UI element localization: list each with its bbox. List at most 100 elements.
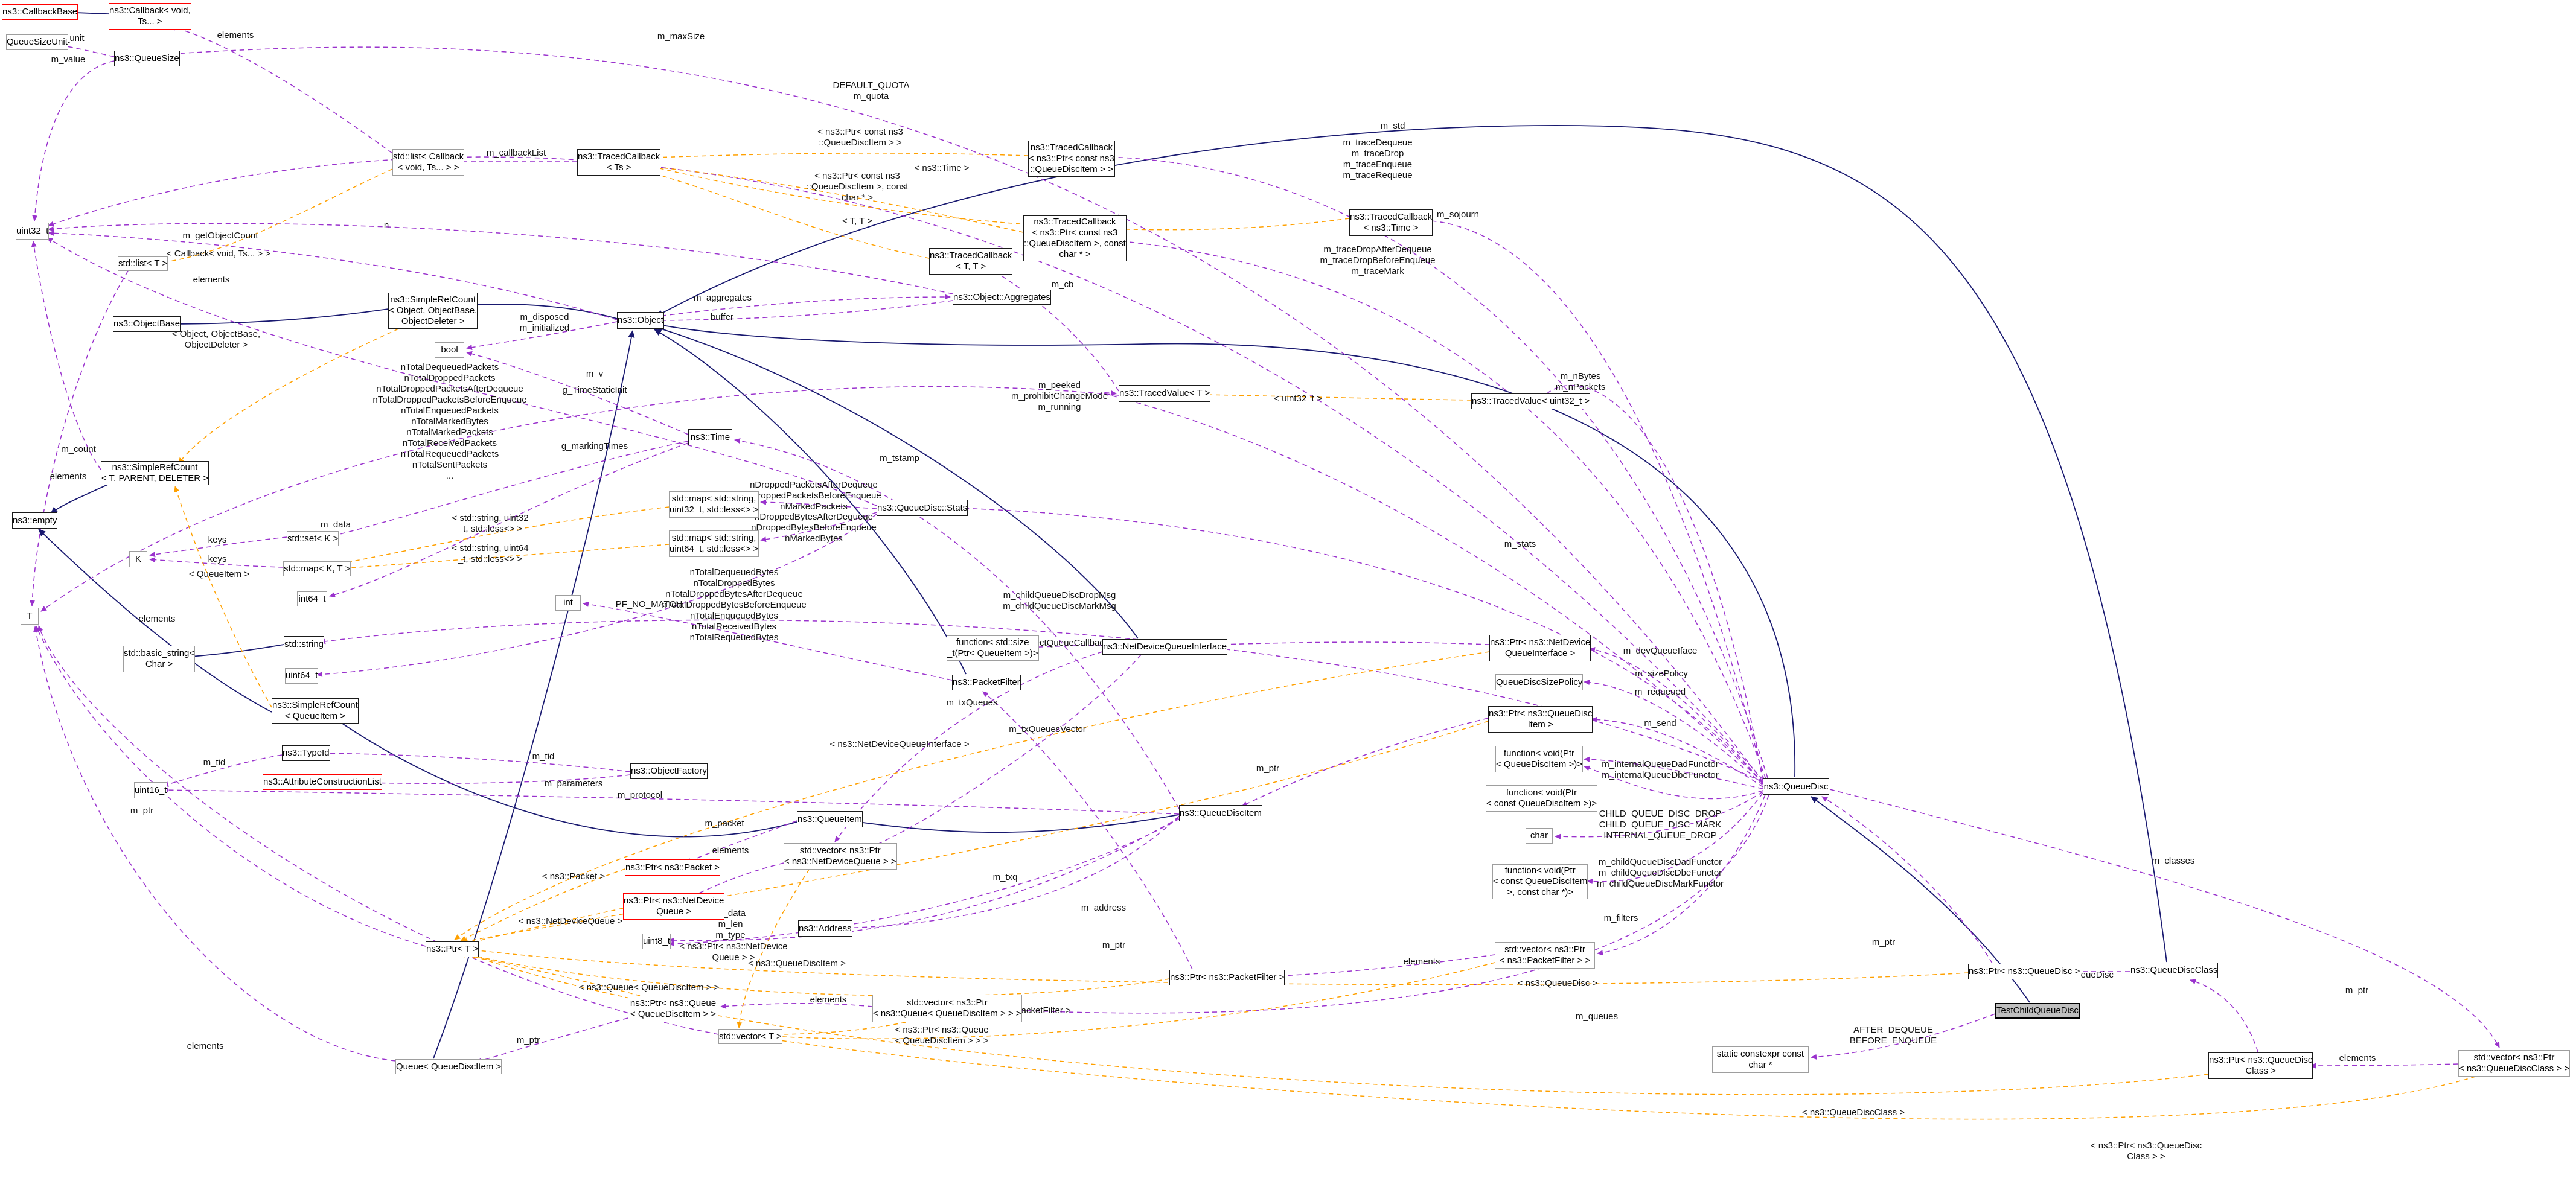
class-node-time[interactable]: ns3::Time <box>688 429 732 445</box>
class-node-queue-disc-stats[interactable]: ns3::QueueDisc::Stats <box>877 500 968 516</box>
class-node-object-factory[interactable]: ns3::ObjectFactory <box>630 763 708 779</box>
edge-label: m_getObjectCount <box>182 231 258 241</box>
class-node-traced-value-uint32[interactable]: ns3::TracedValue< uint32_t > <box>1471 393 1591 409</box>
edge-member <box>162 787 1180 815</box>
edge-label: PF_NO_MATCH <box>615 599 683 610</box>
edge-member <box>36 626 426 947</box>
class-node-traced-callback-time[interactable]: ns3::TracedCallback < ns3::Time > <box>1349 209 1433 236</box>
edge-member <box>1584 765 1763 800</box>
class-node-traced-callback-tt[interactable]: ns3::TracedCallback < T, T > <box>929 248 1013 275</box>
class-node-address[interactable]: ns3::Address <box>798 920 852 937</box>
class-node-static-constexpr-char: static constexpr const char * <box>1712 1046 1809 1073</box>
class-node-ptr-queue-disc[interactable]: ns3::Ptr< ns3::QueueDisc > <box>1968 964 2081 979</box>
class-node-test-child-queue-disc[interactable]: TestChildQueueDisc <box>1995 1003 2080 1019</box>
edge-label: m_ptr <box>516 1035 540 1045</box>
edge-label: m_callbackList <box>486 148 546 158</box>
edge-label: elements <box>1403 957 1440 967</box>
edge-label: elements <box>187 1041 224 1051</box>
class-node-queue-disc-item[interactable]: ns3::QueueDiscItem <box>1179 805 1262 821</box>
class-node-set-k: std::set< K > <box>287 531 339 546</box>
class-node-simple-ref-count-queueitem[interactable]: ns3::SimpleRefCount < QueueItem > <box>272 698 359 724</box>
class-node-string[interactable]: std::string <box>284 636 325 652</box>
edge-member <box>149 536 287 558</box>
edge-member <box>1250 954 1495 980</box>
class-node-traced-callback-qdi-char[interactable]: ns3::TracedCallback < ns3::Ptr< const ns… <box>1023 215 1127 261</box>
edge-template <box>331 544 670 571</box>
class-node-traced-callback-qdi[interactable]: ns3::TracedCallback < ns3::Ptr< const ns… <box>1028 141 1115 177</box>
class-node-queue-disc[interactable]: ns3::QueueDisc <box>1763 778 1829 795</box>
edge-member <box>1241 718 1489 807</box>
class-node-object-aggregates[interactable]: ns3::Object::Aggregates <box>953 290 1051 305</box>
class-node-callback-void-ts[interactable]: ns3::Callback< void, Ts... > <box>109 3 191 30</box>
class-node-ptr-ndqi[interactable]: ns3::Ptr< ns3::NetDevice QueueInterface … <box>1489 635 1591 661</box>
class-node-traced-value-t[interactable]: ns3::TracedValue< T > <box>1119 385 1211 402</box>
edge-label: m_data <box>320 520 351 530</box>
edge-label: < ns3::Packet > <box>542 871 606 882</box>
class-node-map-string-uint32: std::map< std::string, uint32_t, std::le… <box>669 491 759 518</box>
edge-member <box>655 300 953 323</box>
edge-label: < QueueItem > <box>188 569 250 579</box>
class-node-bool: bool <box>435 342 464 358</box>
edge-template <box>470 953 2209 1095</box>
class-node-traced-callback-ts[interactable]: ns3::TracedCallback < Ts > <box>577 149 661 176</box>
class-node-callback-base[interactable]: ns3::CallbackBase <box>2 4 78 20</box>
class-node-ptr-queue-qdi[interactable]: ns3::Ptr< ns3::Queue < QueueDiscItem > > <box>628 996 718 1022</box>
edge-inherit <box>330 715 797 838</box>
edge-member <box>46 237 877 506</box>
edge-member <box>760 512 877 543</box>
edge-label: < std::string, uint32 _t, std::less<> > <box>452 513 529 534</box>
class-node-function-void-qdi: function< void(Ptr < QueueDiscItem >)> <box>1495 746 1583 772</box>
edge-label: m_traceDequeue m_traceDrop m_traceEnqueu… <box>1343 138 1413 180</box>
class-node-attribute-construction-list[interactable]: ns3::AttributeConstructionList <box>263 774 382 790</box>
edge-label: m_ptr <box>1102 940 1126 950</box>
class-node-empty[interactable]: ns3::empty <box>12 512 58 529</box>
class-node-ptr-packet[interactable]: ns3::Ptr< ns3::Packet > <box>625 859 720 876</box>
edge-label: m_cb <box>1051 279 1074 290</box>
class-node-ptr-t[interactable]: ns3::Ptr< T > <box>426 941 479 957</box>
edge-member <box>31 241 101 470</box>
class-node-ptr-netdevicequeue[interactable]: ns3::Ptr< ns3::NetDevice Queue > <box>623 893 725 920</box>
class-node-object-base[interactable]: ns3::ObjectBase <box>113 316 181 332</box>
edge-member <box>1811 1013 1996 1060</box>
edge-label: < Object, ObjectBase, ObjectDeleter > <box>171 329 261 350</box>
class-node-ptr-queue-disc-class[interactable]: ns3::Ptr< ns3::QueueDisc Class > <box>2208 1052 2313 1079</box>
class-node-ptr-packet-filter[interactable]: ns3::Ptr< ns3::PacketFilter > <box>1169 970 1285 985</box>
class-node-net-device-queue-interface[interactable]: ns3::NetDeviceQueueInterface <box>1102 639 1228 655</box>
edge-label: < Callback< void, Ts... > > <box>166 249 271 259</box>
edge-label: elements <box>138 614 176 624</box>
edge-label: m_internalQueueDadFunctor m_internalQueu… <box>1602 759 1719 780</box>
edge-label: m_tid <box>203 757 226 768</box>
edge-template <box>772 1022 906 1037</box>
class-node-simple-ref-count-object[interactable]: ns3::SimpleRefCount < Object, ObjectBase… <box>388 293 478 329</box>
edge-label: g_markingTimes <box>561 441 628 451</box>
class-node-packet-filter[interactable]: ns3::PacketFilter <box>952 675 1021 690</box>
class-node-ptr-queue-disc-item[interactable]: ns3::Ptr< ns3::QueueDisc Item > <box>1488 706 1593 733</box>
class-node-queue-disc-class[interactable]: ns3::QueueDiscClass <box>2130 963 2219 978</box>
class-node-basic-string: std::basic_string< Char > <box>123 646 196 672</box>
edge-template <box>457 950 1170 996</box>
edge-template <box>737 869 810 1028</box>
edge-inherit <box>840 814 1180 833</box>
class-node-simple-ref-count-t[interactable]: ns3::SimpleRefCount < T, PARENT, DELETER… <box>101 461 209 485</box>
class-node-int: int <box>555 595 581 611</box>
edge-label: m_sojourn <box>1436 209 1480 220</box>
class-node-queue-size[interactable]: ns3::QueueSize <box>114 51 180 66</box>
class-node-object[interactable]: ns3::Object <box>617 312 664 329</box>
edge-member <box>1589 647 1763 784</box>
edge-member <box>48 156 1763 780</box>
edge-label: m_packet <box>705 818 744 829</box>
class-node-queue-item[interactable]: ns3::QueueItem <box>797 811 863 827</box>
edge-label: < ns3::Queue< QueueDiscItem > > <box>578 982 720 993</box>
edge-member <box>32 60 115 221</box>
edge-label: nTotalDequeuedBytes nTotalDroppedBytes n… <box>662 567 807 643</box>
class-node-function-void-const-qdi: function< void(Ptr < const QueueDiscItem… <box>1486 785 1598 812</box>
edge-label: m_parameters <box>544 778 603 789</box>
edge-member <box>1102 390 1763 783</box>
edge-label: m_ptr <box>1256 763 1280 774</box>
class-node-type-id[interactable]: ns3::TypeId <box>282 745 330 761</box>
edge-label: m_ptr <box>2345 985 2369 996</box>
edge-template <box>161 168 393 265</box>
edge-label: m_sizePolicy <box>1635 669 1688 679</box>
edge-label: m_nBytes m_nPackets <box>1555 371 1606 392</box>
edge-member <box>170 25 393 154</box>
